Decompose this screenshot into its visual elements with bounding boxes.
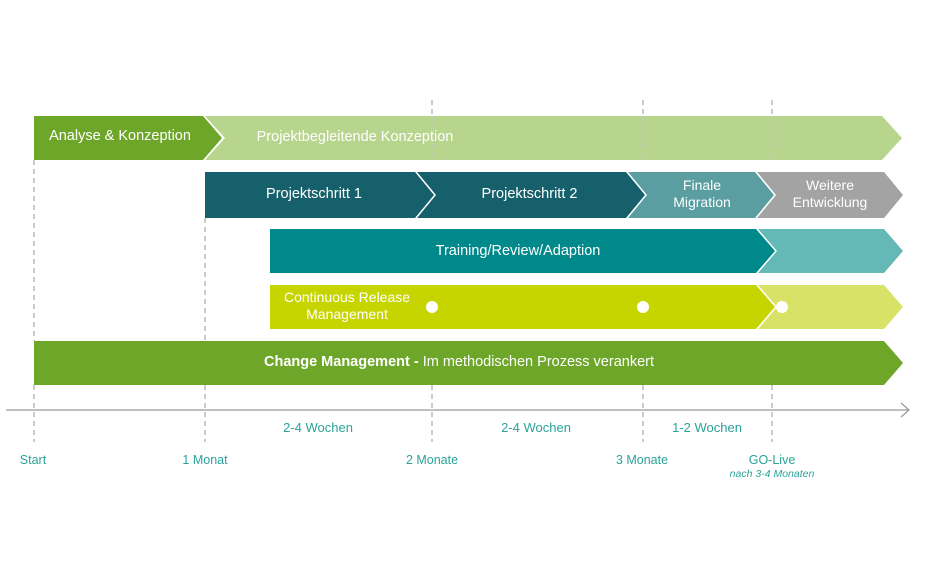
phase-projektschritt-2 (417, 172, 645, 218)
duration-label: 2-4 Wochen (283, 420, 353, 435)
duration-label: 1-2 Wochen (672, 420, 742, 435)
phase-training-review-adaption (270, 229, 775, 273)
phase-projektschritt-1 (205, 172, 434, 218)
milestone-golive-note: nach 3-4 Monaten (729, 468, 815, 480)
label-training-review-adaption: Training/Review/Adaption (435, 243, 601, 259)
label-release-line1: Continuous Release (283, 289, 411, 305)
label-continuous-release-management: Continuous Release Management (272, 289, 422, 323)
label-finale-migration: Finale Migration (640, 177, 764, 211)
label-projektschritt-2: Projektschritt 2 (481, 186, 578, 202)
label-change-management-rest: Im methodischen Prozess verankert (418, 354, 654, 370)
release-marker (776, 301, 788, 313)
milestone-3-monate: 3 Monate (615, 453, 669, 467)
label-projektbegleitende-konzeption: Projektbegleitende Konzeption (256, 129, 454, 145)
phase-continuous-release-management (270, 285, 775, 329)
label-weitere-entwicklung-line2: Entwicklung (792, 194, 868, 210)
phase-training-extension (758, 229, 903, 273)
duration-label: 2-4 Wochen (501, 420, 571, 435)
phase-analyse-konzeption (34, 116, 222, 160)
phase-weitere-entwicklung (757, 172, 903, 218)
release-marker (637, 301, 649, 313)
milestone-start: Start (19, 453, 47, 467)
label-projektschritt-1: Projektschritt 1 (266, 186, 362, 202)
label-weitere-entwicklung: Weitere Entwicklung (770, 177, 890, 211)
label-release-line2: Management (306, 306, 388, 322)
label-change-management-bold: Change Management - (263, 354, 419, 370)
phase-release-extension (758, 285, 903, 329)
milestone-2-monate: 2 Monate (405, 453, 459, 467)
label-weitere-entwicklung-line1: Weitere (806, 177, 854, 193)
phase-projektbegleitende-konzeption (205, 116, 902, 160)
phase-finale-migration (628, 172, 774, 218)
label-finale-migration-line1: Finale (682, 177, 722, 193)
label-analyse-konzeption: Analyse & Konzeption (49, 128, 191, 144)
milestone-golive: GO-Live (748, 453, 796, 467)
milestone-1-monat: 1 Monat (182, 453, 228, 467)
phase-change-management (34, 341, 903, 385)
label-finale-migration-line2: Migration (673, 194, 731, 210)
label-change-management: Change Management - Im methodischen Proz… (34, 354, 884, 371)
time-axis-arrowhead (900, 402, 910, 418)
release-marker (426, 301, 438, 313)
